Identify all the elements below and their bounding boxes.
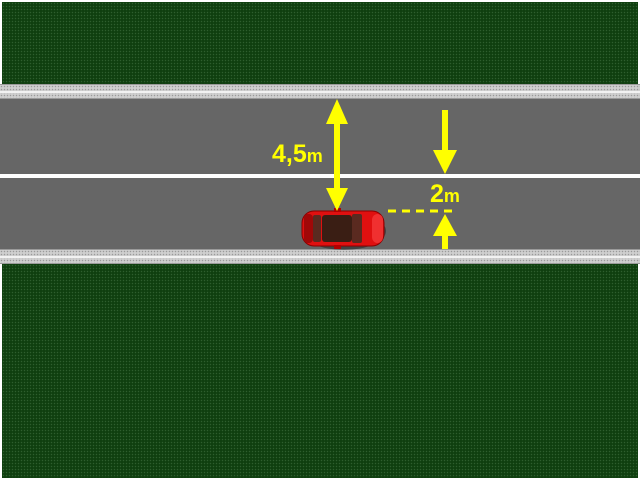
car-distance-value: 2 — [430, 180, 444, 208]
road-width-value: 4,5 — [272, 140, 307, 168]
road-width-unit: m — [306, 146, 323, 166]
grass-bottom — [2, 264, 638, 478]
grass-top — [2, 2, 638, 84]
road-width-label: 4,5m — [272, 142, 323, 167]
down-arrow-icon — [433, 110, 457, 174]
lane-divider-line — [0, 174, 640, 178]
double-arrow-icon — [326, 99, 348, 211]
curb-top — [0, 84, 640, 99]
curb-bottom — [0, 249, 640, 264]
red-car-icon — [301, 208, 386, 250]
up-arrow-icon — [433, 214, 457, 249]
car-distance-label: 2m — [430, 182, 460, 207]
car-distance-unit: m — [443, 186, 460, 206]
